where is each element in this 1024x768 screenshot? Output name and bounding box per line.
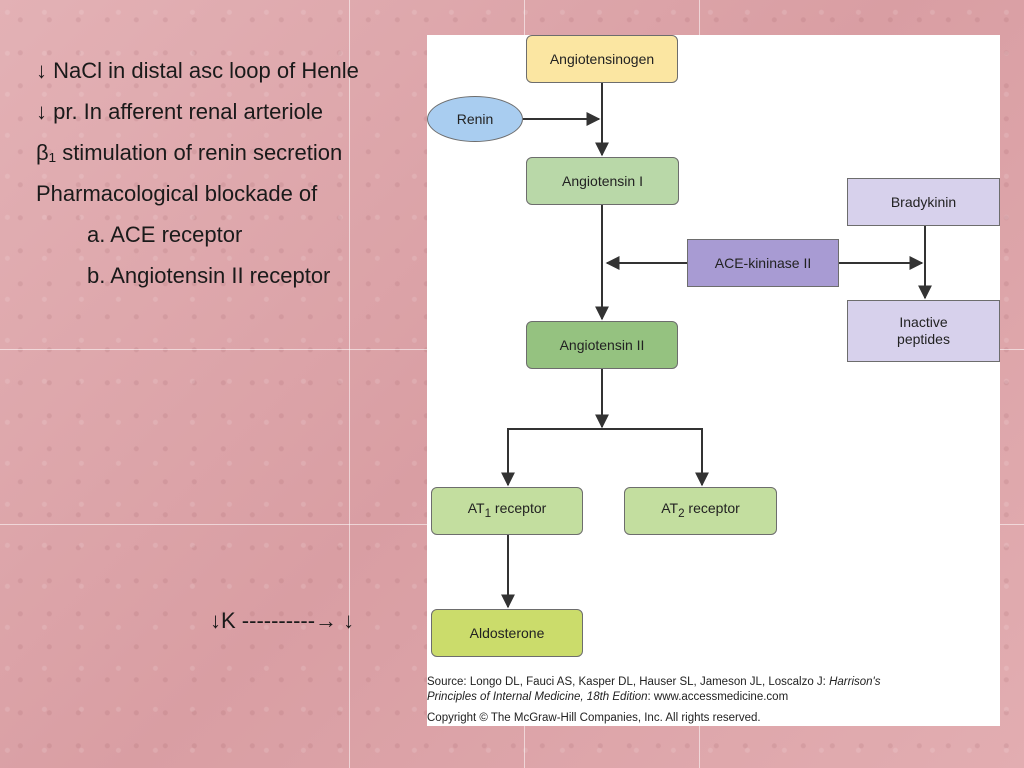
tile-line <box>349 0 350 768</box>
at1-label: AT1 receptor <box>467 500 547 520</box>
node-angiotensin-1: Angiotensin I <box>526 157 679 205</box>
bullet-list: ↓ NaCl in distal asc loop of Henle ↓ pr.… <box>36 50 359 296</box>
source-citation-line2: Principles of Internal Medicine, 18th Ed… <box>427 691 789 703</box>
node-angiotensinogen: Angiotensinogen <box>526 35 678 83</box>
at2-label: AT2 receptor <box>661 500 740 520</box>
bullet-at2: b. Angiotensin II receptor <box>87 263 331 288</box>
bullet-nacl: ↓ NaCl in distal asc loop of Henle <box>36 58 359 83</box>
raas-diagram: Angiotensinogen Renin Angiotensin I Brad… <box>427 35 1000 726</box>
node-bradykinin: Bradykinin <box>847 178 1000 226</box>
arrow-split-receptors <box>501 428 709 487</box>
bullet-blockade: Pharmacological blockade of <box>36 181 318 206</box>
copyright-notice: Copyright © The McGraw-Hill Companies, I… <box>427 712 761 724</box>
potassium-note: ↓K ----------→ ↓ <box>210 608 355 633</box>
node-renin: Renin <box>427 96 523 142</box>
bullet-beta1: β₁ stimulation of renin secretion <box>36 140 343 165</box>
diagram-arrows <box>501 83 932 609</box>
node-at2-receptor: AT2 receptor <box>624 487 777 535</box>
bullet-ace: a. ACE receptor <box>87 222 243 247</box>
node-angiotensin-2: Angiotensin II <box>526 321 678 369</box>
node-inactive-peptides: Inactive peptides <box>847 300 1000 362</box>
node-aldosterone: Aldosterone <box>431 609 583 657</box>
node-ace-kininase: ACE-kininase II <box>687 239 839 287</box>
bullet-pressure: ↓ pr. In afferent renal arteriole <box>36 99 323 124</box>
source-citation-line1: Source: Longo DL, Fauci AS, Kasper DL, H… <box>427 676 881 688</box>
node-at1-receptor: AT1 receptor <box>431 487 583 535</box>
